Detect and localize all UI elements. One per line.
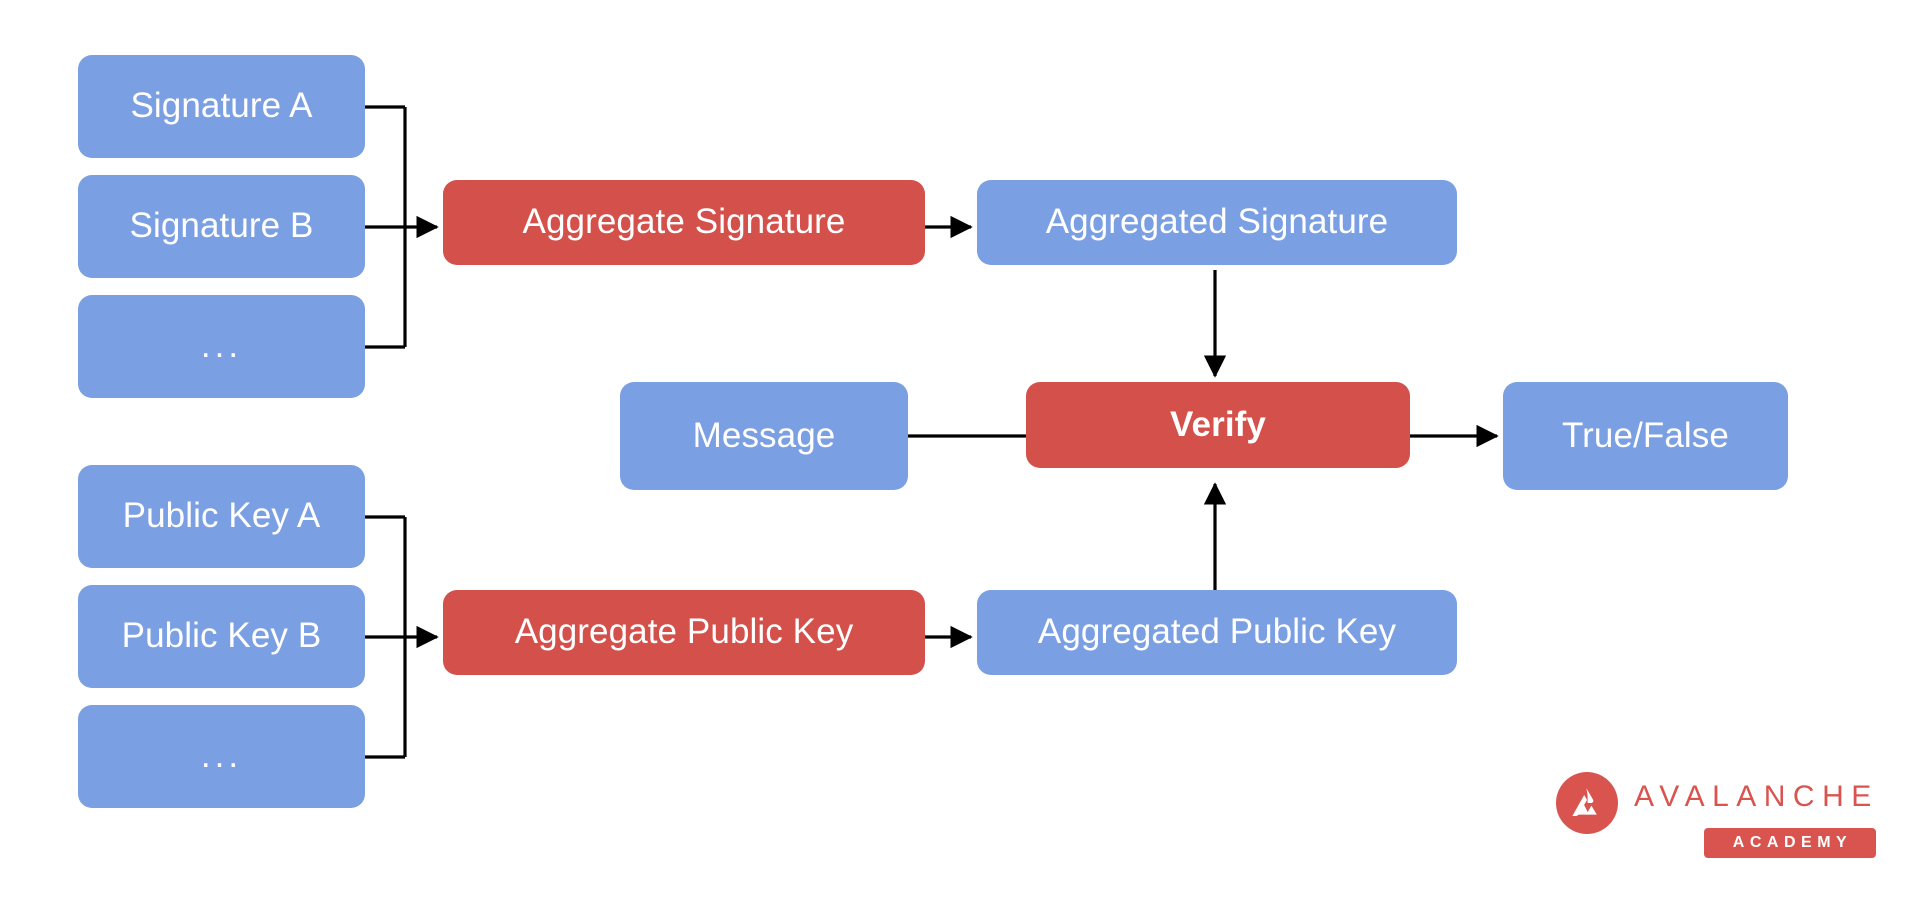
node-signature-more[interactable]: ... [78, 295, 365, 398]
node-signature-a[interactable]: Signature A [78, 55, 365, 158]
pubkey-fanin-wires [365, 515, 407, 759]
avalanche-mark-icon [1556, 772, 1618, 834]
node-aggregate-public-key[interactable]: Aggregate Public Key [443, 590, 925, 675]
node-true-false[interactable]: True/False [1503, 382, 1788, 490]
avalanche-wordmark: AVALANCHE [1634, 780, 1879, 813]
node-message[interactable]: Message [620, 382, 908, 490]
signature-fanin-wires [365, 105, 407, 349]
node-verify[interactable]: Verify [1026, 382, 1410, 468]
avalanche-academy-logo: AVALANCHE ACADEMY [1556, 772, 1876, 860]
node-public-key-more[interactable]: ... [78, 705, 365, 808]
node-aggregated-public-key[interactable]: Aggregated Public Key [977, 590, 1457, 675]
node-signature-b[interactable]: Signature B [78, 175, 365, 278]
node-public-key-b[interactable]: Public Key B [78, 585, 365, 688]
node-aggregated-signature[interactable]: Aggregated Signature [977, 180, 1457, 265]
node-public-key-a[interactable]: Public Key A [78, 465, 365, 568]
academy-badge: ACADEMY [1704, 828, 1876, 858]
avalanche-triangle-glyph [1572, 788, 1597, 816]
node-aggregate-signature[interactable]: Aggregate Signature [443, 180, 925, 265]
